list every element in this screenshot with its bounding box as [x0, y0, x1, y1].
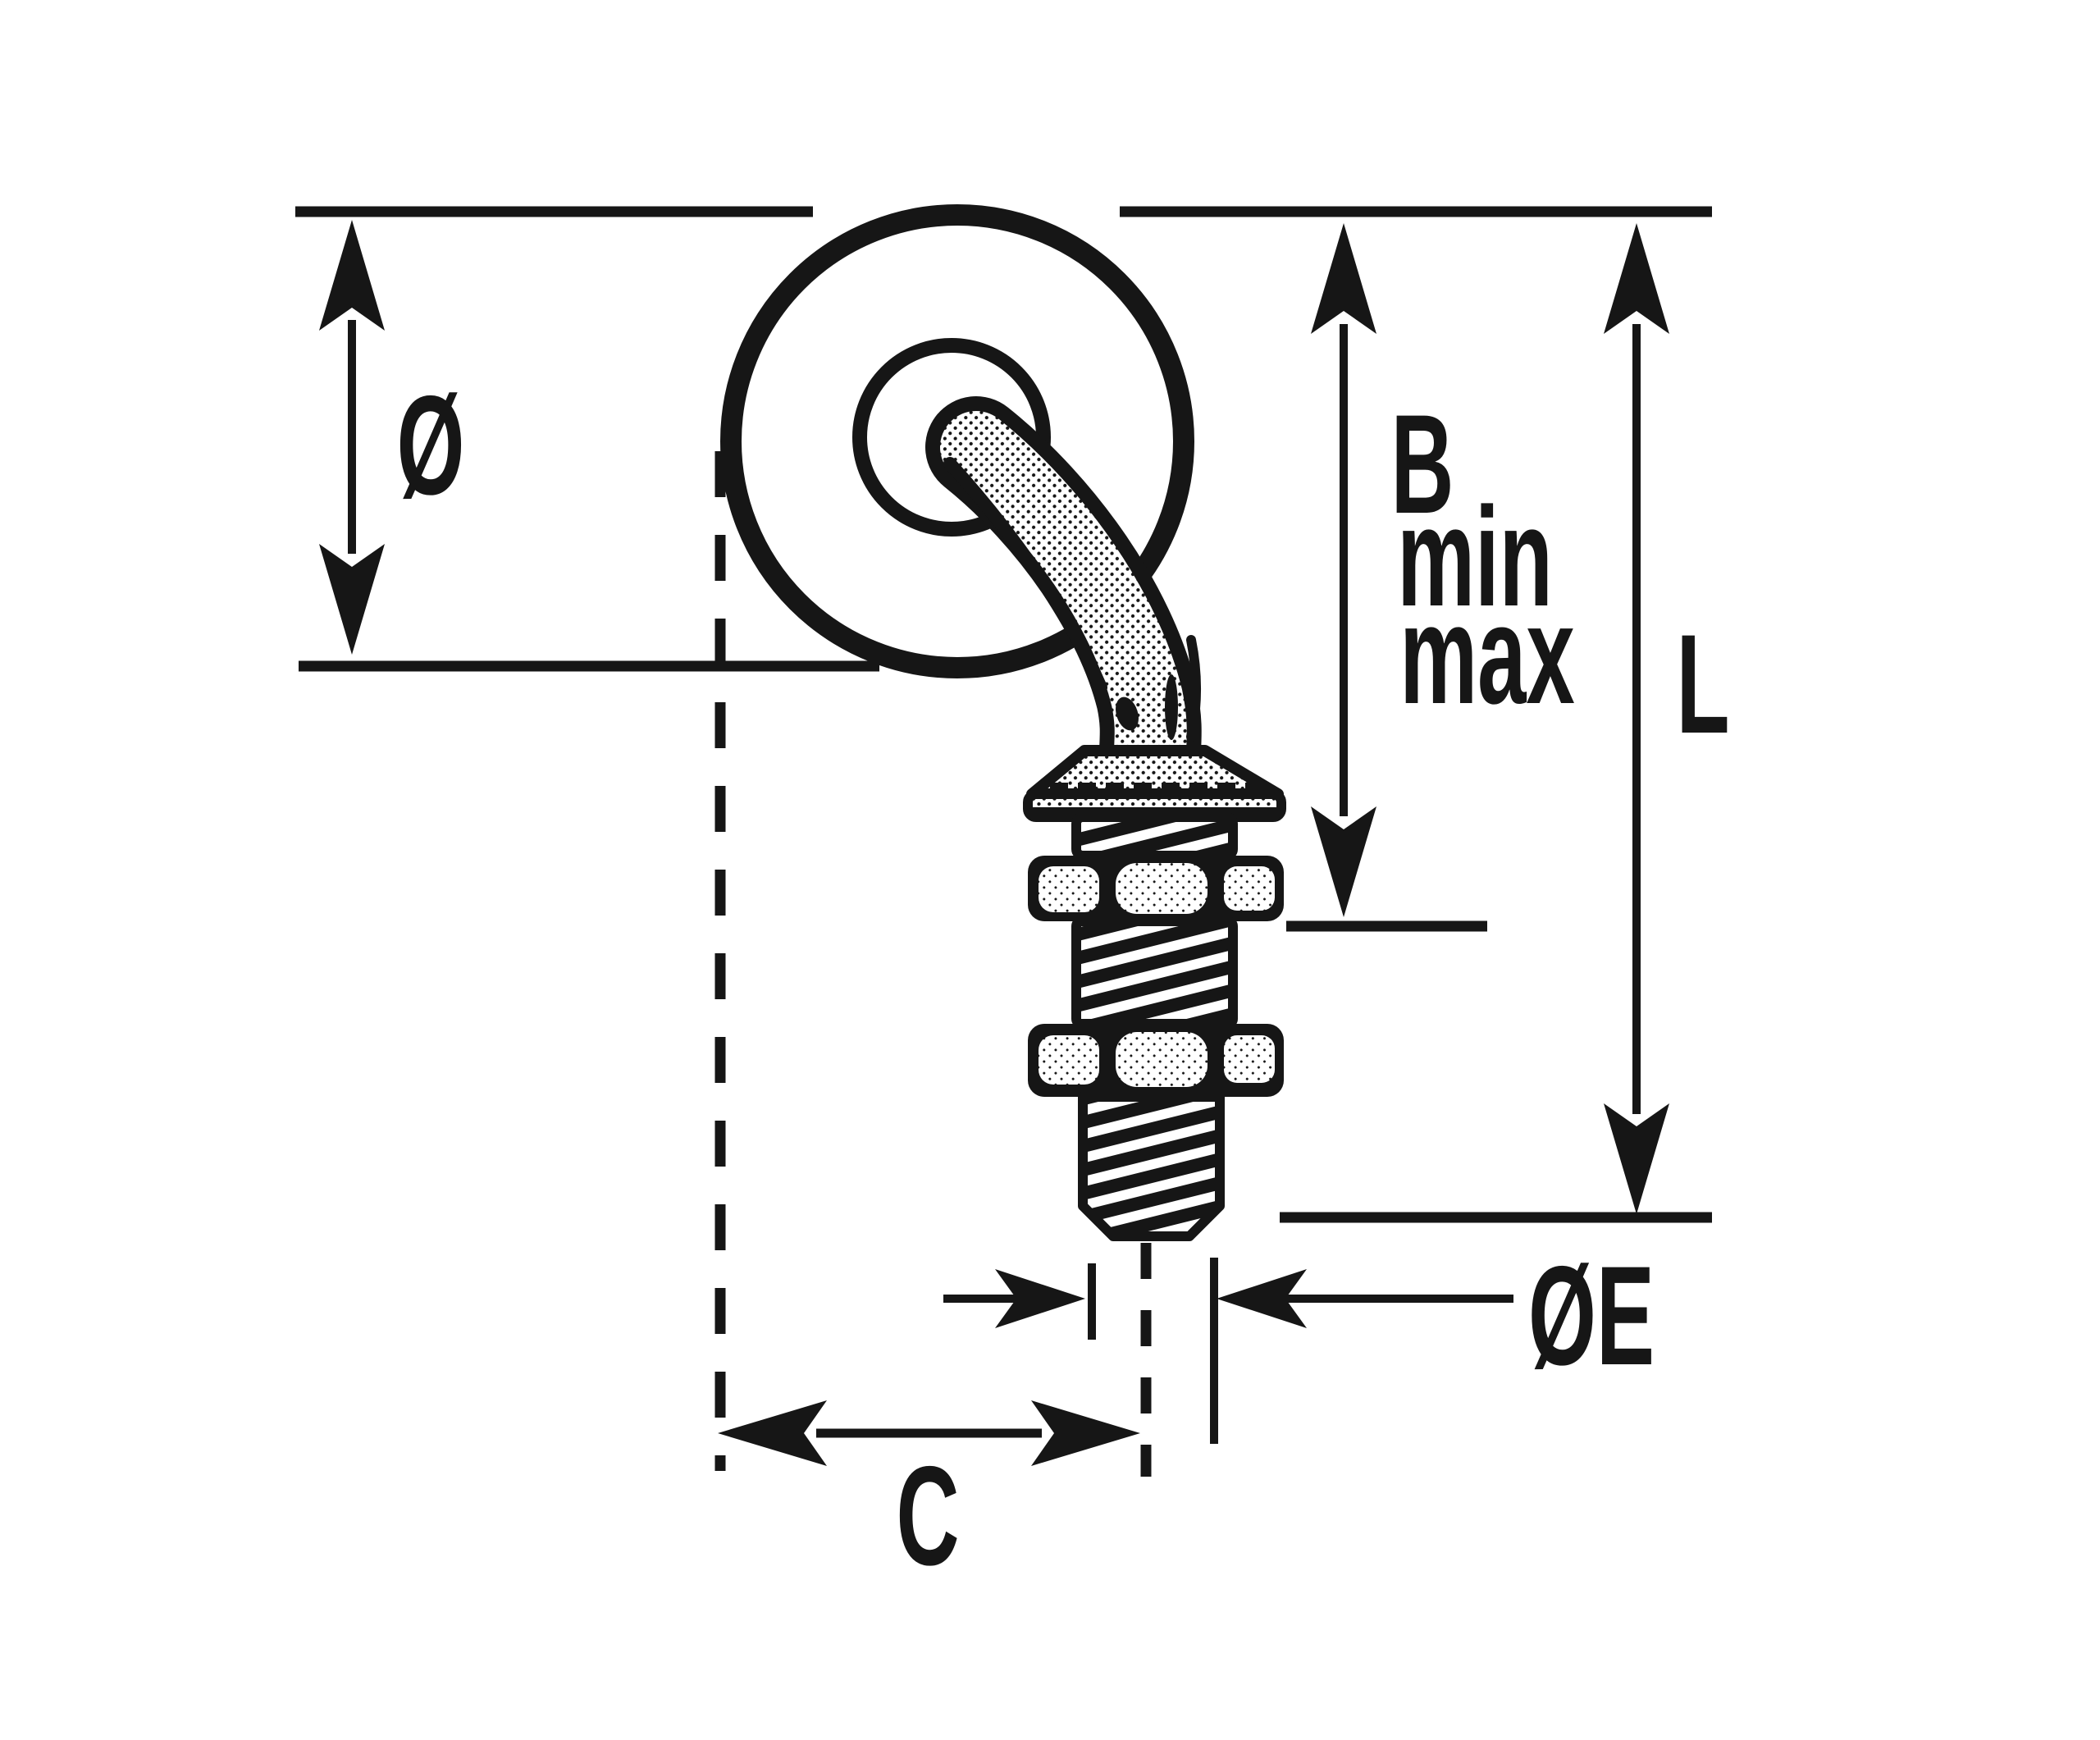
upper-nut-facet-right — [1224, 866, 1275, 911]
threaded-stud — [1078, 1092, 1225, 1241]
arrowhead-down-icon — [1604, 1103, 1669, 1214]
arrowhead-right-icon — [1031, 1400, 1140, 1466]
fork-stem — [925, 396, 1202, 801]
lower-hex-nut — [1028, 1024, 1284, 1097]
arrowhead-up-icon — [319, 220, 385, 331]
dim-wheel-diameter — [319, 220, 385, 655]
label-height-b: B — [1390, 386, 1454, 543]
middle-thread-section — [1071, 916, 1238, 1029]
arrowhead-up-icon — [1311, 223, 1376, 334]
dimension-labels: Ø B min max L ØE C — [397, 367, 1730, 1595]
reference-lines — [295, 206, 1712, 1477]
upper-thread-collar — [1071, 812, 1238, 861]
label-height-min: min — [1397, 478, 1553, 636]
fork-stem-speck — [1116, 696, 1139, 731]
lower-nut-facet-right — [1224, 1035, 1275, 1083]
label-overall-length: L — [1676, 605, 1729, 763]
castor-illustration — [720, 204, 1286, 1241]
label-wheel-diameter: Ø — [397, 367, 465, 524]
lower-nut-facet-left — [1039, 1035, 1099, 1085]
upper-nut-facet-center — [1116, 863, 1208, 914]
upper-nut-facet-left — [1039, 866, 1099, 912]
upper-hex-nut — [1028, 856, 1284, 921]
flange-bell — [1026, 745, 1284, 800]
fork-stem-edge-shadow — [1186, 635, 1201, 742]
dim-length-l — [1604, 223, 1669, 1214]
fork-stem-surface — [940, 411, 1187, 787]
dim-height-b — [1311, 223, 1376, 917]
dim-offset-c — [718, 1400, 1140, 1466]
dim-stem-diameter-e — [943, 1269, 1513, 1328]
arrowhead-down-icon — [1311, 806, 1376, 917]
mounting-flange — [1023, 745, 1286, 822]
arrowhead-up-icon — [1604, 223, 1669, 334]
lower-nut-facet-center — [1116, 1032, 1208, 1087]
arrowhead-right-icon — [995, 1269, 1085, 1328]
arrowhead-left-icon — [718, 1400, 827, 1466]
label-height-max: max — [1399, 576, 1574, 733]
fork-stem-shadow-line — [943, 457, 1107, 694]
arrowhead-left-icon — [1217, 1269, 1307, 1328]
fork-stem-slit — [1165, 674, 1178, 740]
label-stem-diameter: ØE — [1528, 1237, 1655, 1395]
label-offset-c: C — [896, 1437, 959, 1595]
arrowhead-down-icon — [319, 544, 385, 655]
